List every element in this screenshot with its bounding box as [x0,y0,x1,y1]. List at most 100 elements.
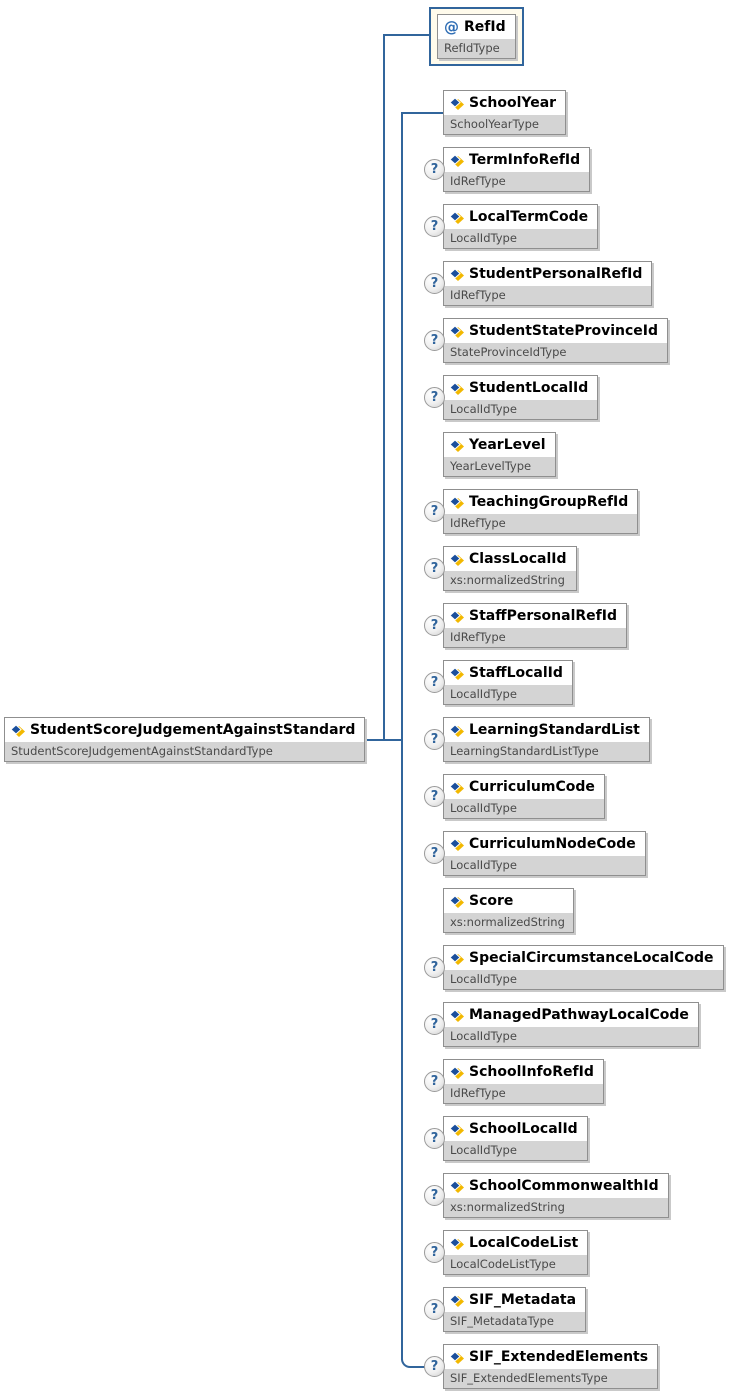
element-title: TeachingGroupRefId [444,490,638,514]
element-type: StateProvinceIdType [444,343,668,362]
element-type: IdRefType [444,514,638,533]
element-name: SchoolLocalId [469,1121,578,1137]
question-mark-icon: ? [430,618,439,633]
optional-indicator: ? [424,729,445,750]
element-node[interactable]: ClassLocalId xs:normalizedString [443,546,577,591]
element-title: CurriculumCode [444,775,604,799]
element-name: StudentStateProvinceId [469,323,659,339]
element-type: LocalCodeListType [444,1255,588,1274]
element-node[interactable]: ManagedPathwayLocalCode LocalIdType [443,1002,699,1047]
child-element-row: ? LocalTermCode LocalIdType [402,204,599,249]
diamond-element-icon [450,1294,464,1307]
diamond-element-icon [450,154,464,167]
element-type: LocalIdType [444,799,604,818]
question-mark-icon: ? [430,333,439,348]
element-title: SchoolInfoRefId [444,1060,603,1084]
diamond-element-icon [450,610,464,623]
optional-indicator: ? [424,1128,445,1149]
optional-indicator: ? [424,387,445,408]
element-node[interactable]: LocalTermCode LocalIdType [443,204,599,249]
element-type: IdRefType [444,1084,603,1103]
question-mark-icon: ? [430,276,439,291]
element-title: LocalCodeList [444,1231,588,1255]
element-node[interactable]: SIF_ExtendedElements SIF_ExtendedElement… [443,1344,659,1389]
element-node[interactable]: Score xs:normalizedString [443,888,574,933]
child-element-row: ? LocalCodeList LocalCodeListType [402,1230,589,1275]
element-node[interactable]: SchoolCommonwealthId xs:normalizedString [443,1173,669,1218]
diamond-element-icon [450,1237,464,1250]
child-element-row: YearLevel YearLevelType [402,432,556,477]
child-element-row: SchoolYear SchoolYearType [402,90,567,135]
element-name: SchoolYear [469,95,557,111]
child-element-row: ? LearningStandardList LearningStandardL… [402,717,650,762]
connector-attribute-vline [383,34,385,741]
element-node[interactable]: LearningStandardList LearningStandardLis… [443,717,650,762]
attribute-name: RefId [464,19,506,35]
diamond-element-icon [450,439,464,452]
child-element-row: ? ClassLocalId xs:normalizedString [402,546,577,591]
root-element-node[interactable]: StudentScoreJudgementAgainstStandard Stu… [4,717,366,762]
element-node[interactable]: CurriculumCode LocalIdType [443,774,605,819]
element-node[interactable]: StudentPersonalRefId IdRefType [443,261,653,306]
element-node[interactable]: StudentStateProvinceId StateProvinceIdTy… [443,318,669,363]
element-node[interactable]: YearLevel YearLevelType [443,432,556,477]
element-node[interactable]: TeachingGroupRefId IdRefType [443,489,639,534]
element-node[interactable]: CurriculumNodeCode LocalIdType [443,831,646,876]
element-node[interactable]: LocalCodeList LocalCodeListType [443,1230,589,1275]
diamond-element-icon [450,325,464,338]
element-name: SIF_ExtendedElements [469,1349,649,1365]
element-title: SchoolYear [444,91,566,115]
attribute-node[interactable]: @ RefId RefIdType [437,14,516,59]
element-node[interactable]: SIF_Metadata SIF_MetadataType [443,1287,587,1332]
diamond-element-icon [450,838,464,851]
question-mark-icon: ? [430,1017,439,1032]
question-mark-icon: ? [430,960,439,975]
element-type: LocalIdType [444,685,572,704]
element-node[interactable]: SpecialCircumstanceLocalCode LocalIdType [443,945,724,990]
element-title: ManagedPathwayLocalCode [444,1003,698,1027]
child-element-row: ? StudentPersonalRefId IdRefType [402,261,653,306]
element-node[interactable]: SchoolYear SchoolYearType [443,90,567,135]
element-title: StudentLocalId [444,376,598,400]
attribute-highlight-container: @ RefId RefIdType [429,7,524,66]
element-type: LocalIdType [444,229,598,248]
element-name: SchoolCommonwealthId [469,1178,659,1194]
element-type: SIF_MetadataType [444,1312,586,1331]
optional-indicator: ? [424,1014,445,1035]
child-element-row: ? StaffPersonalRefId IdRefType [402,603,627,648]
child-element-row: ? TeachingGroupRefId IdRefType [402,489,639,534]
element-title: StudentPersonalRefId [444,262,652,286]
element-type: LocalIdType [444,400,598,419]
element-node[interactable]: SchoolInfoRefId IdRefType [443,1059,604,1104]
child-element-row: ? SpecialCircumstanceLocalCode LocalIdTy… [402,945,724,990]
optional-indicator: ? [424,273,445,294]
child-element-row: ? CurriculumNodeCode LocalIdType [402,831,646,876]
optional-indicator: ? [424,957,445,978]
element-name: StaffLocalId [469,665,563,681]
question-mark-icon: ? [430,504,439,519]
diamond-element-icon [450,382,464,395]
element-node[interactable]: StudentLocalId LocalIdType [443,375,599,420]
diamond-element-icon [450,1351,464,1364]
element-node[interactable]: TermInfoRefId IdRefType [443,147,591,192]
element-node[interactable]: StaffLocalId LocalIdType [443,660,573,705]
element-node[interactable]: StaffPersonalRefId IdRefType [443,603,627,648]
element-node[interactable]: SchoolLocalId LocalIdType [443,1116,588,1161]
root-element-title: StudentScoreJudgementAgainstStandard [5,718,365,742]
element-name: StudentLocalId [469,380,589,396]
diamond-element-icon [450,667,464,680]
element-name: TeachingGroupRefId [469,494,629,510]
optional-indicator: ? [424,330,445,351]
element-name: StaffPersonalRefId [469,608,617,624]
element-name: LocalTermCode [469,209,589,225]
question-mark-icon: ? [430,846,439,861]
element-name: Score [469,893,514,909]
question-mark-icon: ? [430,1188,439,1203]
element-title: TermInfoRefId [444,148,590,172]
element-title: YearLevel [444,433,555,457]
optional-indicator: ? [424,159,445,180]
diamond-element-icon [450,268,464,281]
optional-indicator: ? [424,501,445,522]
connector-last-child-elbow [401,1355,429,1368]
element-title: StudentStateProvinceId [444,319,668,343]
